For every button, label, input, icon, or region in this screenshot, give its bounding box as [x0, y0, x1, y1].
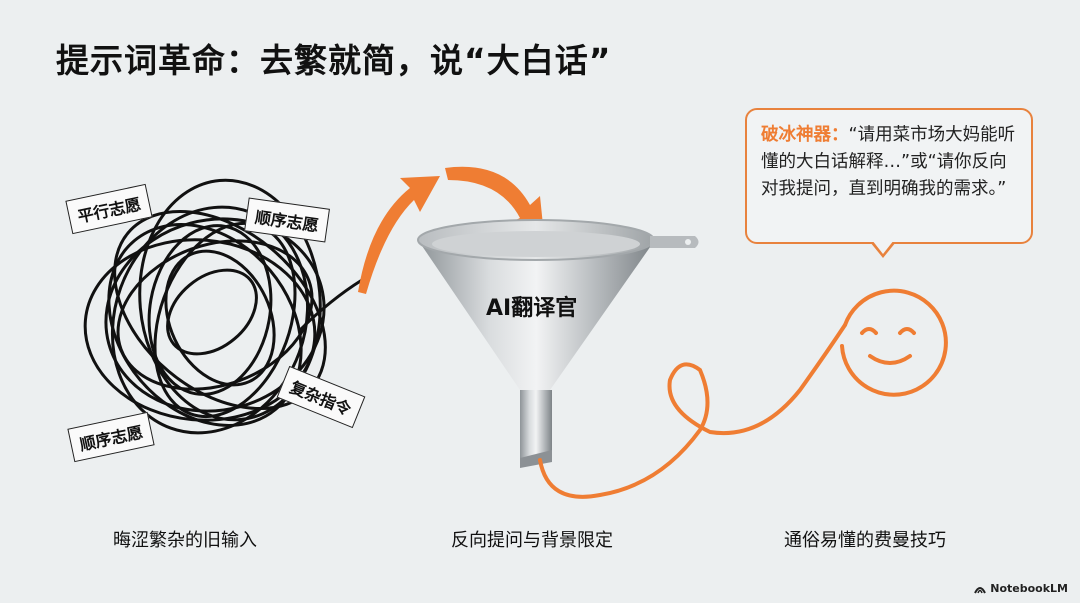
notebooklm-logo-icon [974, 586, 987, 593]
caption-old-input: 晦涩繁杂的旧输入 [113, 530, 257, 551]
caption-feynman-technique: 通俗易懂的费曼技巧 [784, 530, 946, 551]
caption-reverse-questioning: 反向提问与背景限定 [451, 530, 613, 551]
funnel-label: AI翻译官 [486, 296, 578, 321]
brand-watermark: NotebookLM [974, 582, 1068, 595]
bubble-text: “请用菜市场大妈能听懂的大白话解释…”或“请你反向对我提问，直到明确我的需求。” [761, 125, 1016, 199]
slide-title: 提示词革命：去繁就简，说“大白话” [56, 41, 612, 80]
speech-bubble-tail [870, 240, 896, 258]
brand-name: NotebookLM [990, 582, 1068, 595]
speech-bubble: 破冰神器：“请用菜市场大妈能听懂的大白话解释…”或“请你反向对我提问，直到明确我… [745, 108, 1033, 244]
bubble-tag: 破冰神器： [761, 125, 849, 145]
funnel-icon [417, 219, 699, 468]
smiley-face-icon [538, 288, 948, 499]
